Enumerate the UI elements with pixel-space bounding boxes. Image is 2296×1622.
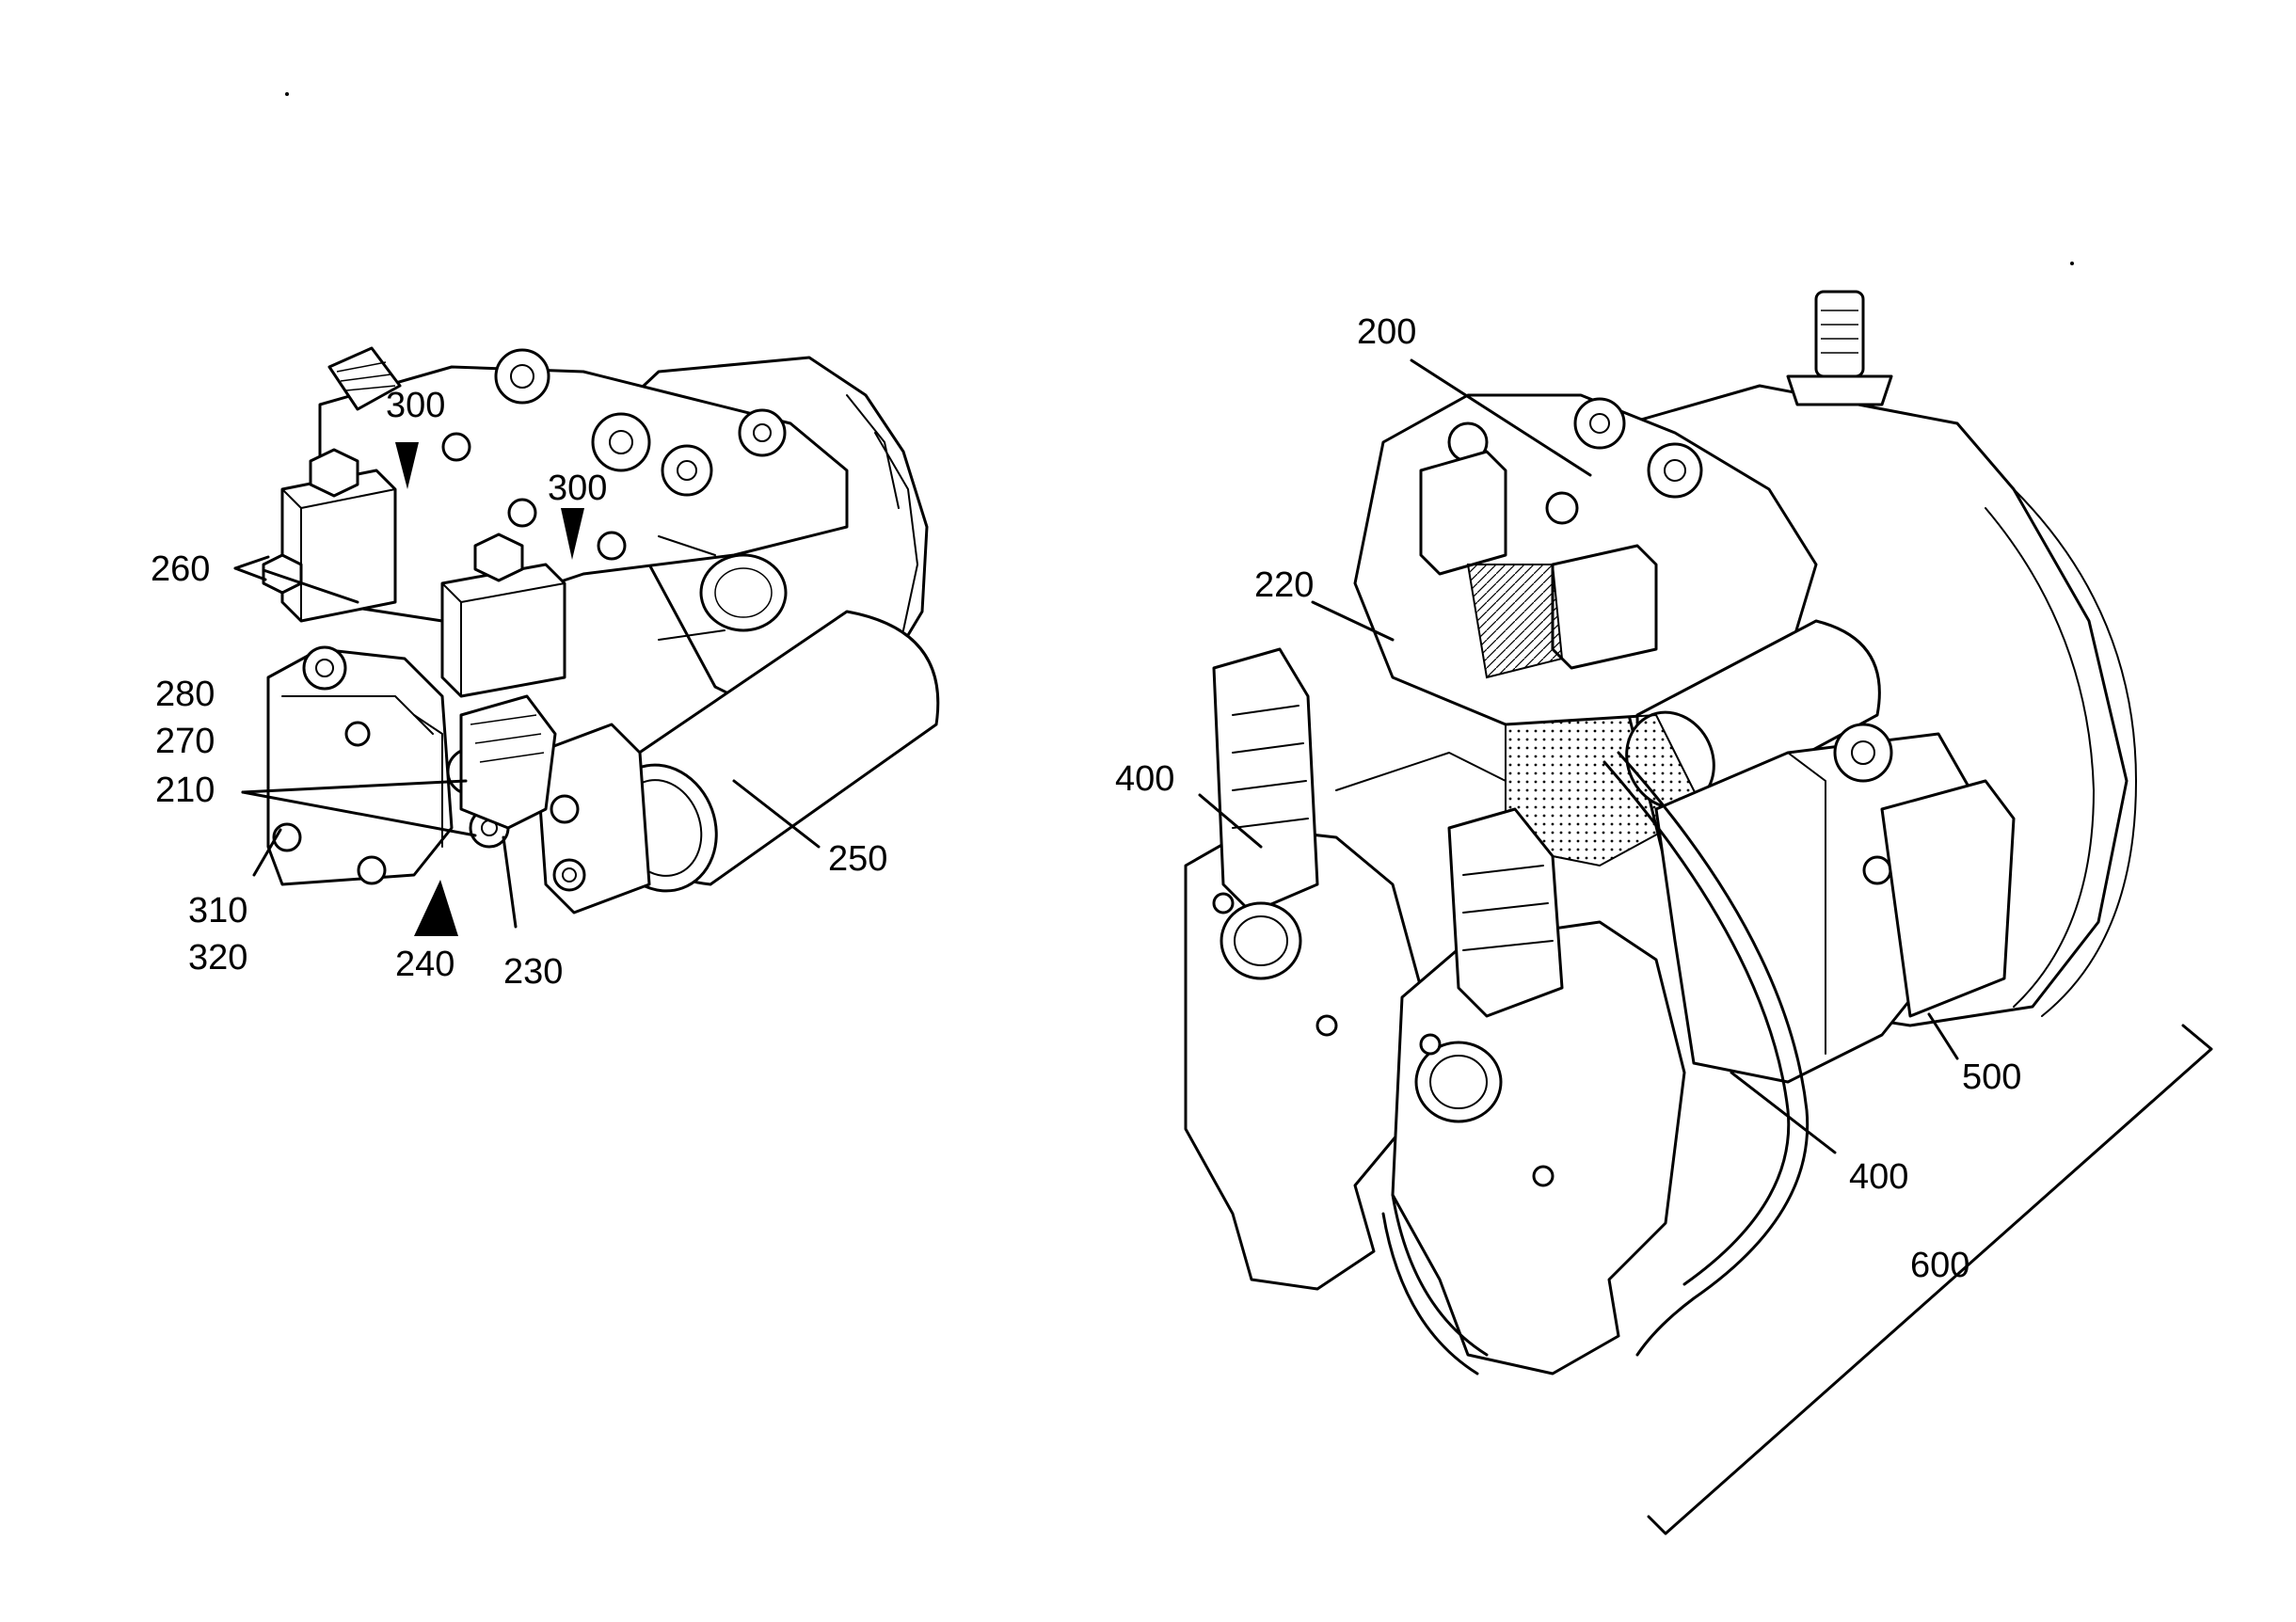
dimension-bracket-600 bbox=[1647, 1024, 2213, 1535]
callout-250: 250 bbox=[828, 839, 887, 879]
left-leader-lines bbox=[233, 555, 821, 929]
callout-310: 310 bbox=[188, 891, 247, 930]
callout-220: 220 bbox=[1254, 565, 1314, 605]
callout-280: 280 bbox=[155, 675, 215, 714]
callout-270: 270 bbox=[155, 722, 215, 761]
callout-400-b: 400 bbox=[1849, 1157, 1908, 1197]
callout-210: 210 bbox=[155, 771, 215, 810]
right-assembly-drawing bbox=[1184, 290, 2137, 1376]
callout-230: 230 bbox=[503, 952, 563, 992]
right-callouts: 200 220 400 400 500 600 bbox=[1115, 312, 2021, 1285]
left-assembly-drawing bbox=[262, 346, 940, 914]
arrow-240 bbox=[414, 880, 458, 936]
callout-320: 320 bbox=[188, 938, 247, 978]
callout-300-a: 300 bbox=[386, 386, 445, 425]
speck bbox=[285, 92, 289, 96]
right-leader-lines bbox=[1198, 358, 2213, 1535]
callout-260: 260 bbox=[151, 549, 210, 589]
left-callout-arrows bbox=[395, 442, 584, 936]
arrow-300-b bbox=[561, 508, 584, 560]
left-callouts: 300 300 260 280 270 210 310 320 240 230 … bbox=[151, 386, 887, 992]
arrow-300-a bbox=[395, 442, 419, 489]
callout-200: 200 bbox=[1357, 312, 1416, 352]
callout-500: 500 bbox=[1962, 1057, 2021, 1097]
callout-240: 240 bbox=[395, 945, 454, 984]
speck bbox=[2070, 262, 2074, 265]
callout-600: 600 bbox=[1910, 1246, 1969, 1285]
callout-300-b: 300 bbox=[548, 469, 607, 508]
callout-400-a: 400 bbox=[1115, 759, 1174, 799]
